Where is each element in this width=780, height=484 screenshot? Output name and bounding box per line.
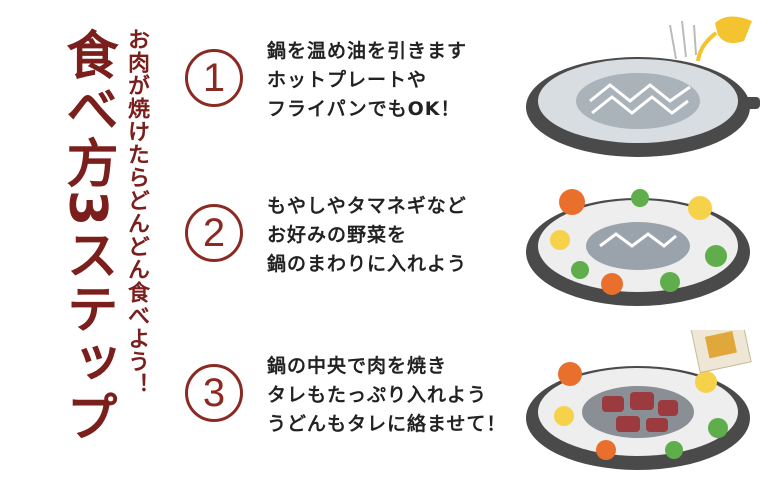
step-3-line-1: 鍋の中央で肉を焼き	[267, 355, 448, 377]
step-1-line-1: 鍋を温め油を引きます	[267, 40, 468, 62]
step-1-line-2: ホットプレートや	[267, 69, 428, 91]
step-number-1: 1	[185, 49, 243, 107]
pan-with-oil-illustration	[526, 16, 760, 157]
step-3: 3 鍋の中央で肉を焼き タレもたっぷり入れよう うどんもタレに絡ませて！	[185, 330, 765, 470]
step-1-line-3: フライパンでもOK！	[267, 98, 461, 120]
step-3-line-2: タレもたっぷり入れよう	[267, 384, 488, 406]
step-3-line-3: うどんもタレに絡ませて！	[267, 413, 507, 435]
step-2-line-1: もやしやタマネギなど	[267, 195, 467, 217]
step-1-text: 鍋を温め油を引きます ホットプレートや フライパンでもOK！	[267, 37, 467, 124]
step-2-text: もやしやタマネギなど お好みの野菜を 鍋のまわりに入れよう	[267, 192, 467, 279]
pan-with-vegetables-illustration	[526, 189, 750, 306]
step-number-3: 3	[185, 364, 243, 422]
page-subtitle: お肉が焼けたらどんどん食べよう！	[124, 28, 149, 396]
pan-with-meat-illustration	[526, 330, 752, 470]
page-title: 食べ方3ステップ	[57, 28, 117, 445]
step-3-text: 鍋の中央で肉を焼き タレもたっぷり入れよう うどんもタレに絡ませて！	[267, 352, 506, 439]
step-2-line-3: 鍋のまわりに入れよう	[267, 253, 468, 275]
step-number-2: 2	[185, 204, 243, 262]
step-2-line-2: お好みの野菜を	[267, 224, 408, 246]
step-1: 1 鍋を温め油を引きます ホットプレートや フライパンでもOK！	[185, 15, 765, 157]
step-2: 2 もやしやタマネギなど お好みの野菜を 鍋のまわりに入れよう	[185, 170, 765, 310]
